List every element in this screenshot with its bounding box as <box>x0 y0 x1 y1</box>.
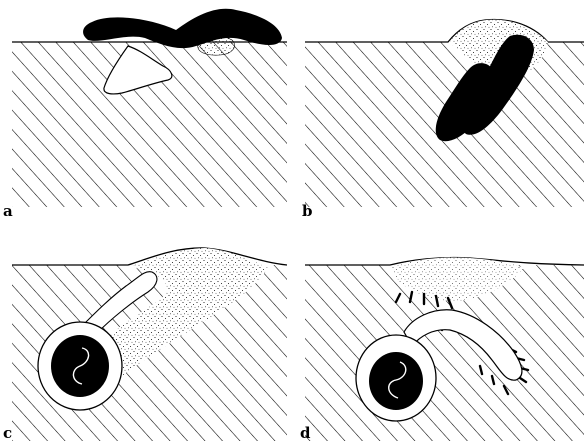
panel-label-d: d <box>300 424 311 441</box>
larva-core-d <box>369 352 423 410</box>
panel-b: b <box>302 20 584 220</box>
panel-label-b: b <box>302 202 313 220</box>
panel-label-a: a <box>3 202 13 220</box>
panel-a: a <box>3 9 287 220</box>
panel-c: c <box>3 248 287 441</box>
panel-label-c: c <box>3 424 12 441</box>
panel-d: d <box>300 257 584 441</box>
